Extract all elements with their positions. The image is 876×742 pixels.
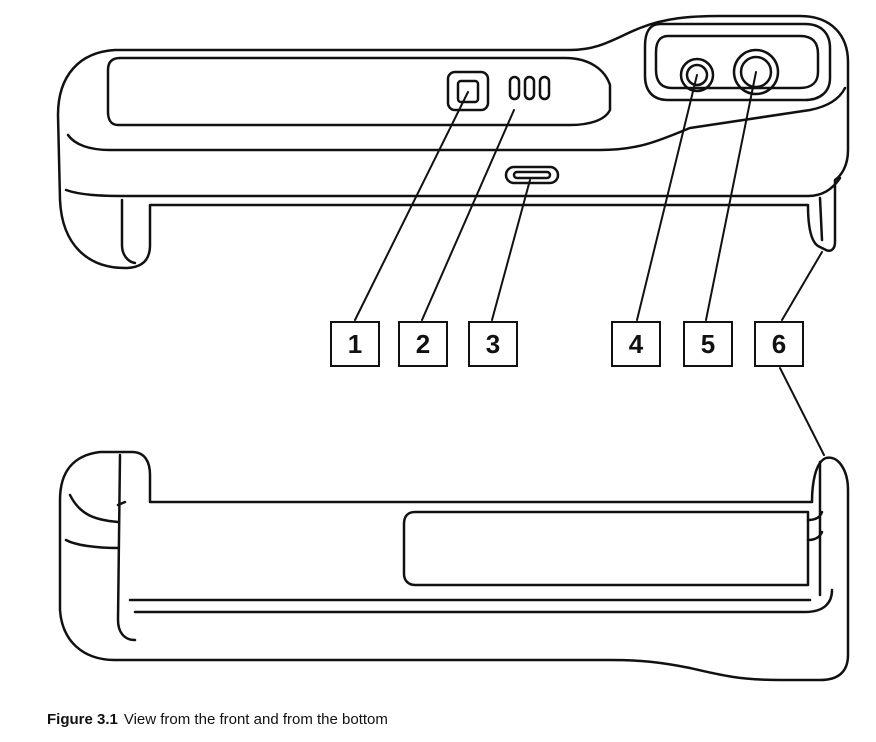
- figure-caption-text: View from the front and from the bottom: [123, 711, 388, 728]
- leader-line-6a: [781, 251, 823, 321]
- callout-6: 6: [754, 321, 804, 367]
- callout-5: 5: [683, 321, 733, 367]
- figure-caption: Figure 3.1 View from the front and from t…: [47, 711, 388, 728]
- leader-lines: [354, 71, 825, 456]
- figure-caption-label: Figure 3.1: [47, 711, 118, 728]
- leader-line-1: [354, 91, 469, 321]
- leader-line-4: [636, 74, 698, 321]
- callout-2: 2: [398, 321, 448, 367]
- callout-3: 3: [468, 321, 518, 367]
- leader-line-3: [491, 179, 531, 321]
- callout-4: 4: [611, 321, 661, 367]
- leader-line-6b: [779, 367, 825, 456]
- device-front-view: [56, 14, 850, 270]
- leader-line-5: [705, 71, 757, 321]
- leader-line-2: [421, 109, 515, 321]
- callout-1: 1: [330, 321, 380, 367]
- device-bottom-view: [58, 450, 850, 682]
